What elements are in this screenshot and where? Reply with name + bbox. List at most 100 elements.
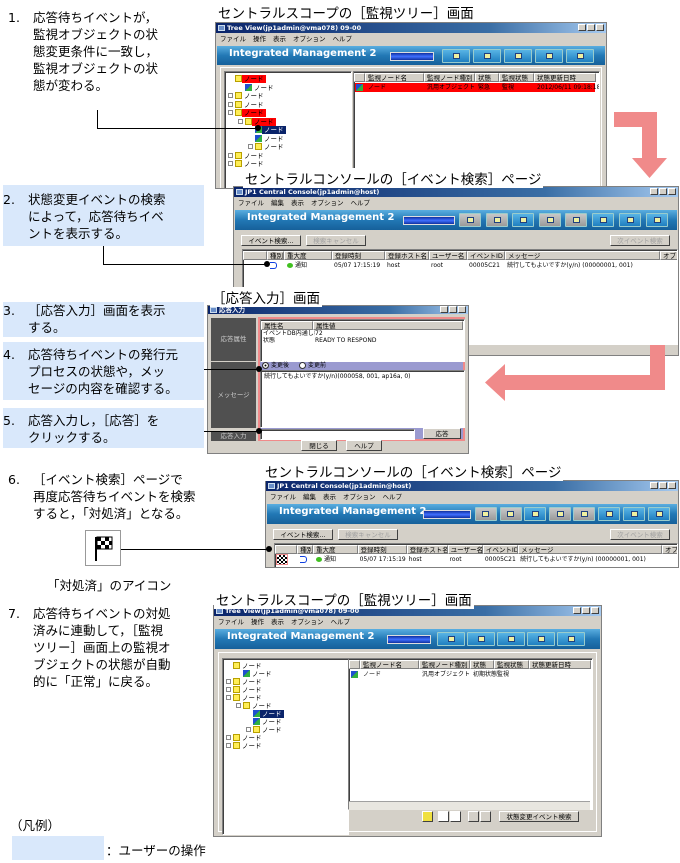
close-button[interactable] xyxy=(591,607,599,614)
column-header[interactable] xyxy=(354,73,365,82)
toolbar-1-button[interactable] xyxy=(437,632,465,646)
tree-node[interactable]: ノード xyxy=(228,75,266,83)
column-header[interactable]: 重大度 xyxy=(284,251,332,260)
column-header[interactable]: ユーザー名 xyxy=(447,545,483,554)
expand-icon[interactable] xyxy=(226,687,231,692)
tree-node[interactable]: ノード xyxy=(228,160,266,168)
tree-node[interactable]: ノード xyxy=(246,710,284,718)
toolbar-4-button[interactable] xyxy=(549,507,572,521)
column-header[interactable]: 状態 xyxy=(470,660,494,669)
toolbar-7-button[interactable] xyxy=(619,213,641,227)
tree-node[interactable]: ノード xyxy=(226,694,264,702)
tree-node[interactable]: ノード xyxy=(226,742,264,750)
column-header[interactable]: メッセージ xyxy=(505,251,660,260)
column-header[interactable]: 監視状態 xyxy=(494,660,529,669)
column-header[interactable]: 登録時刻 xyxy=(357,545,407,554)
tree-node[interactable]: ノード xyxy=(226,662,264,670)
menu-item[interactable]: 操作 xyxy=(253,35,266,43)
event-search-button[interactable]: イベント検索... xyxy=(273,529,333,540)
column-header[interactable]: オブ xyxy=(660,251,677,260)
expand-icon[interactable] xyxy=(246,727,251,732)
tree-node[interactable]: ノード xyxy=(228,100,266,109)
menu-item[interactable]: ファイル xyxy=(270,493,296,501)
radio-checked-icon[interactable] xyxy=(262,362,269,369)
collapse-icon[interactable] xyxy=(228,110,233,115)
maximize-button[interactable] xyxy=(449,306,457,313)
collapse-icon[interactable] xyxy=(238,118,243,124)
column-header[interactable]: 種別 xyxy=(297,545,314,554)
column-header[interactable]: 状態更新日時 xyxy=(534,73,596,82)
toolbar-1-button[interactable] xyxy=(474,507,497,521)
menu-item[interactable]: 表示 xyxy=(323,493,336,501)
tree-node[interactable]: ノード xyxy=(248,134,286,143)
tree-node[interactable]: ノード xyxy=(228,109,266,117)
column-header[interactable]: 監視状態 xyxy=(499,73,534,82)
next-event-search-button[interactable]: 次イベント検索 xyxy=(610,235,670,246)
menu-item[interactable]: ヘルプ xyxy=(330,618,351,626)
radio-option[interactable]: 変更前 xyxy=(299,362,326,370)
next-event-search-button[interactable]: 次イベント検索 xyxy=(610,529,670,540)
expand-icon[interactable] xyxy=(248,144,253,149)
menu-item[interactable]: 操作 xyxy=(251,618,264,626)
list-row[interactable]: ノード汎用オブジェクト初期状態監視 xyxy=(350,670,590,679)
maximize-button[interactable] xyxy=(659,188,667,195)
toolbar-4-button[interactable] xyxy=(535,48,563,63)
horizontal-scrollbar[interactable] xyxy=(349,801,590,810)
column-header[interactable] xyxy=(349,660,360,669)
response-input[interactable] xyxy=(260,429,415,440)
toolbar-3-button[interactable] xyxy=(512,213,534,227)
expand-icon[interactable] xyxy=(228,152,233,158)
toolbar-2-button[interactable] xyxy=(467,632,495,646)
toolbar-1-button[interactable] xyxy=(442,48,470,63)
expand-icon[interactable] xyxy=(226,735,231,740)
column-header[interactable]: 登録ホスト名 xyxy=(385,251,429,260)
toolbar-5-button[interactable] xyxy=(565,213,587,227)
column-header[interactable]: 状態更新日時 xyxy=(529,660,591,669)
expand-icon[interactable] xyxy=(226,743,231,748)
column-header[interactable]: 監視ノード種別 xyxy=(424,73,475,82)
menu-item[interactable]: 編集 xyxy=(271,199,284,207)
maximize-button[interactable] xyxy=(659,482,667,489)
column-header[interactable] xyxy=(243,251,267,260)
help-button[interactable] xyxy=(566,48,594,63)
radio-option[interactable]: 変更後 xyxy=(262,362,289,370)
search-cancel-button[interactable]: 検索キャンセル xyxy=(338,529,398,540)
toolbar-4-button[interactable] xyxy=(539,213,561,227)
search-cancel-button[interactable]: 検索キャンセル xyxy=(306,235,366,246)
menu-item[interactable]: オプション xyxy=(343,493,376,501)
tree-node[interactable]: ノード xyxy=(226,734,264,742)
menu-item[interactable]: ファイル xyxy=(218,618,244,626)
close-button[interactable] xyxy=(596,24,604,31)
expand-icon[interactable] xyxy=(228,161,233,166)
tree-node[interactable]: ノード xyxy=(238,117,276,126)
menu-item[interactable]: ヘルプ xyxy=(350,199,371,207)
view-tree-button[interactable] xyxy=(438,811,449,822)
tree-node[interactable]: ノード xyxy=(246,718,284,726)
column-header[interactable]: 属性値 xyxy=(313,321,463,330)
column-header[interactable]: ユーザー名 xyxy=(429,251,467,260)
tree-node[interactable]: ノード xyxy=(228,151,266,160)
menu-item[interactable]: ヘルプ xyxy=(382,493,403,501)
menu-item[interactable]: ファイル xyxy=(238,199,264,207)
menu-item[interactable]: 表示 xyxy=(291,199,304,207)
collapse-icon[interactable] xyxy=(236,703,241,708)
menu-item[interactable]: オプション xyxy=(293,35,326,43)
menu-item[interactable]: オプション xyxy=(291,618,324,626)
tree-node[interactable]: ノード xyxy=(236,702,274,710)
column-header[interactable]: 監視ノード名 xyxy=(360,660,419,669)
column-header[interactable]: イベントID xyxy=(467,251,505,260)
toolbar-6-button[interactable] xyxy=(598,507,621,521)
minimize-button[interactable] xyxy=(578,24,586,31)
bell-icon-button[interactable] xyxy=(422,811,433,822)
column-header[interactable]: 種別 xyxy=(267,251,284,260)
minimize-button[interactable] xyxy=(440,306,448,313)
toolbar-5-button[interactable] xyxy=(573,507,596,521)
tree-node[interactable]: ノード xyxy=(228,92,266,100)
toolbar-2-button[interactable] xyxy=(486,213,508,227)
status-change-event-search-button[interactable]: 状態変更イベント検索 xyxy=(499,811,579,822)
collapse-all-button[interactable] xyxy=(468,811,479,822)
column-header[interactable]: 監視ノード種別 xyxy=(419,660,470,669)
event-search-button[interactable]: イベント検索... xyxy=(241,235,301,246)
